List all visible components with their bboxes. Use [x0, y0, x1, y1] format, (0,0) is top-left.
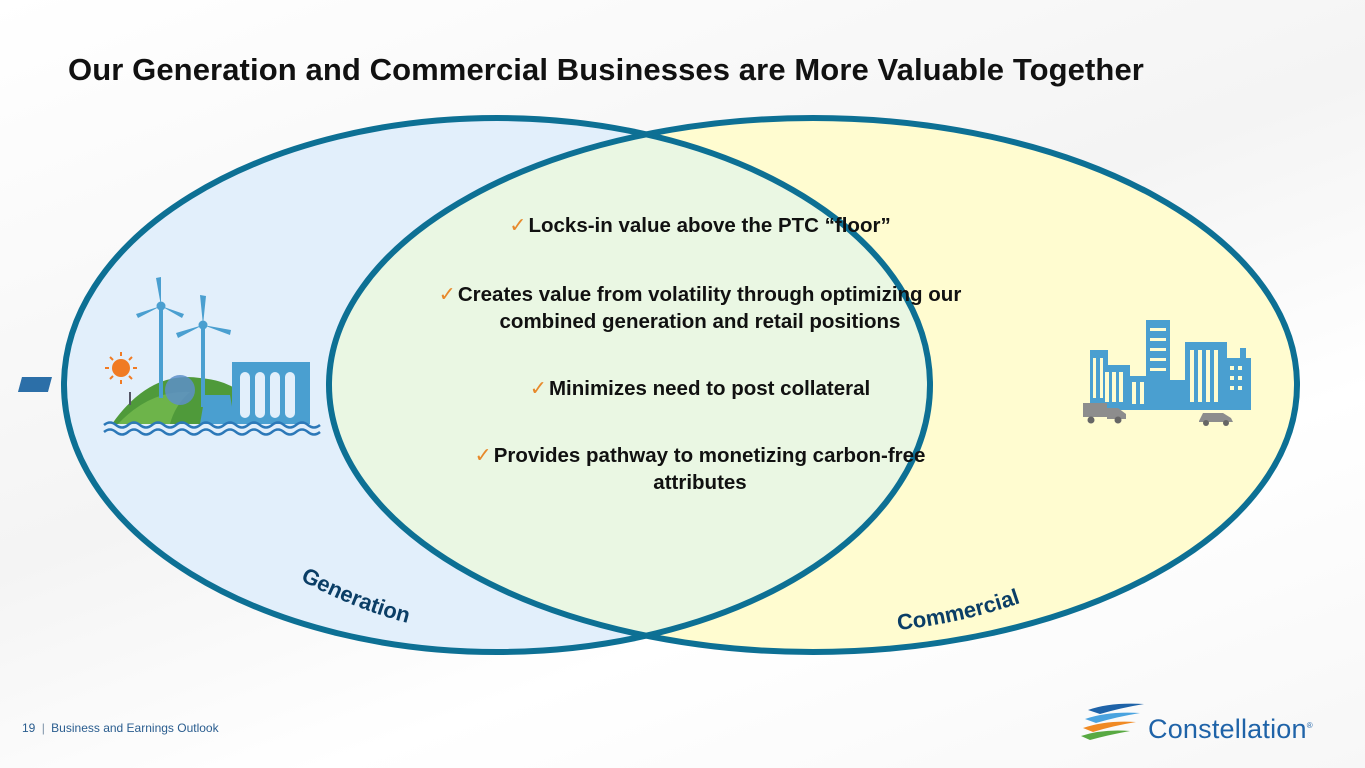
wind-turbine-icon [136, 277, 231, 407]
power-plant-icon [232, 362, 310, 424]
solar-panel-icon [17, 377, 131, 405]
sun-icon [105, 352, 137, 384]
registered-mark: ® [1306, 721, 1313, 730]
slide-title: Our Generation and Commercial Businesses… [68, 52, 1144, 87]
truck-icon [1083, 403, 1126, 424]
checkmark-icon: ✓ [509, 214, 527, 237]
city-skyline-icon [1083, 320, 1251, 426]
checkmark-icon: ✓ [474, 444, 492, 467]
checkmark-icon: ✓ [529, 377, 547, 400]
checkmark-icon: ✓ [438, 283, 456, 306]
logo-mark-icon [1081, 703, 1144, 740]
constellation-logo: Constellation® [1080, 700, 1340, 750]
page-number: 19 [22, 721, 36, 735]
renewable-generation-icon [17, 277, 321, 436]
logo-wordmark: Constellation [1148, 714, 1307, 744]
footer: 19 | Business and Earnings Outlook [22, 721, 219, 735]
footer-section: Business and Earnings Outlook [51, 721, 219, 735]
list-item: ✓Provides pathway to monetizing carbon-f… [474, 444, 926, 494]
water-waves-icon [103, 421, 321, 436]
car-icon [1199, 413, 1233, 426]
overlap-area [329, 118, 930, 652]
footer-separator: | [41, 721, 45, 735]
list-item: ✓Creates value from volatility through o… [438, 283, 962, 333]
benefit-list: ✓Locks-in value above the PTC “floor” ✓C… [430, 212, 970, 538]
list-item: ✓Minimizes need to post collateral [529, 377, 871, 400]
list-item: ✓Locks-in value above the PTC “floor” [509, 214, 891, 237]
